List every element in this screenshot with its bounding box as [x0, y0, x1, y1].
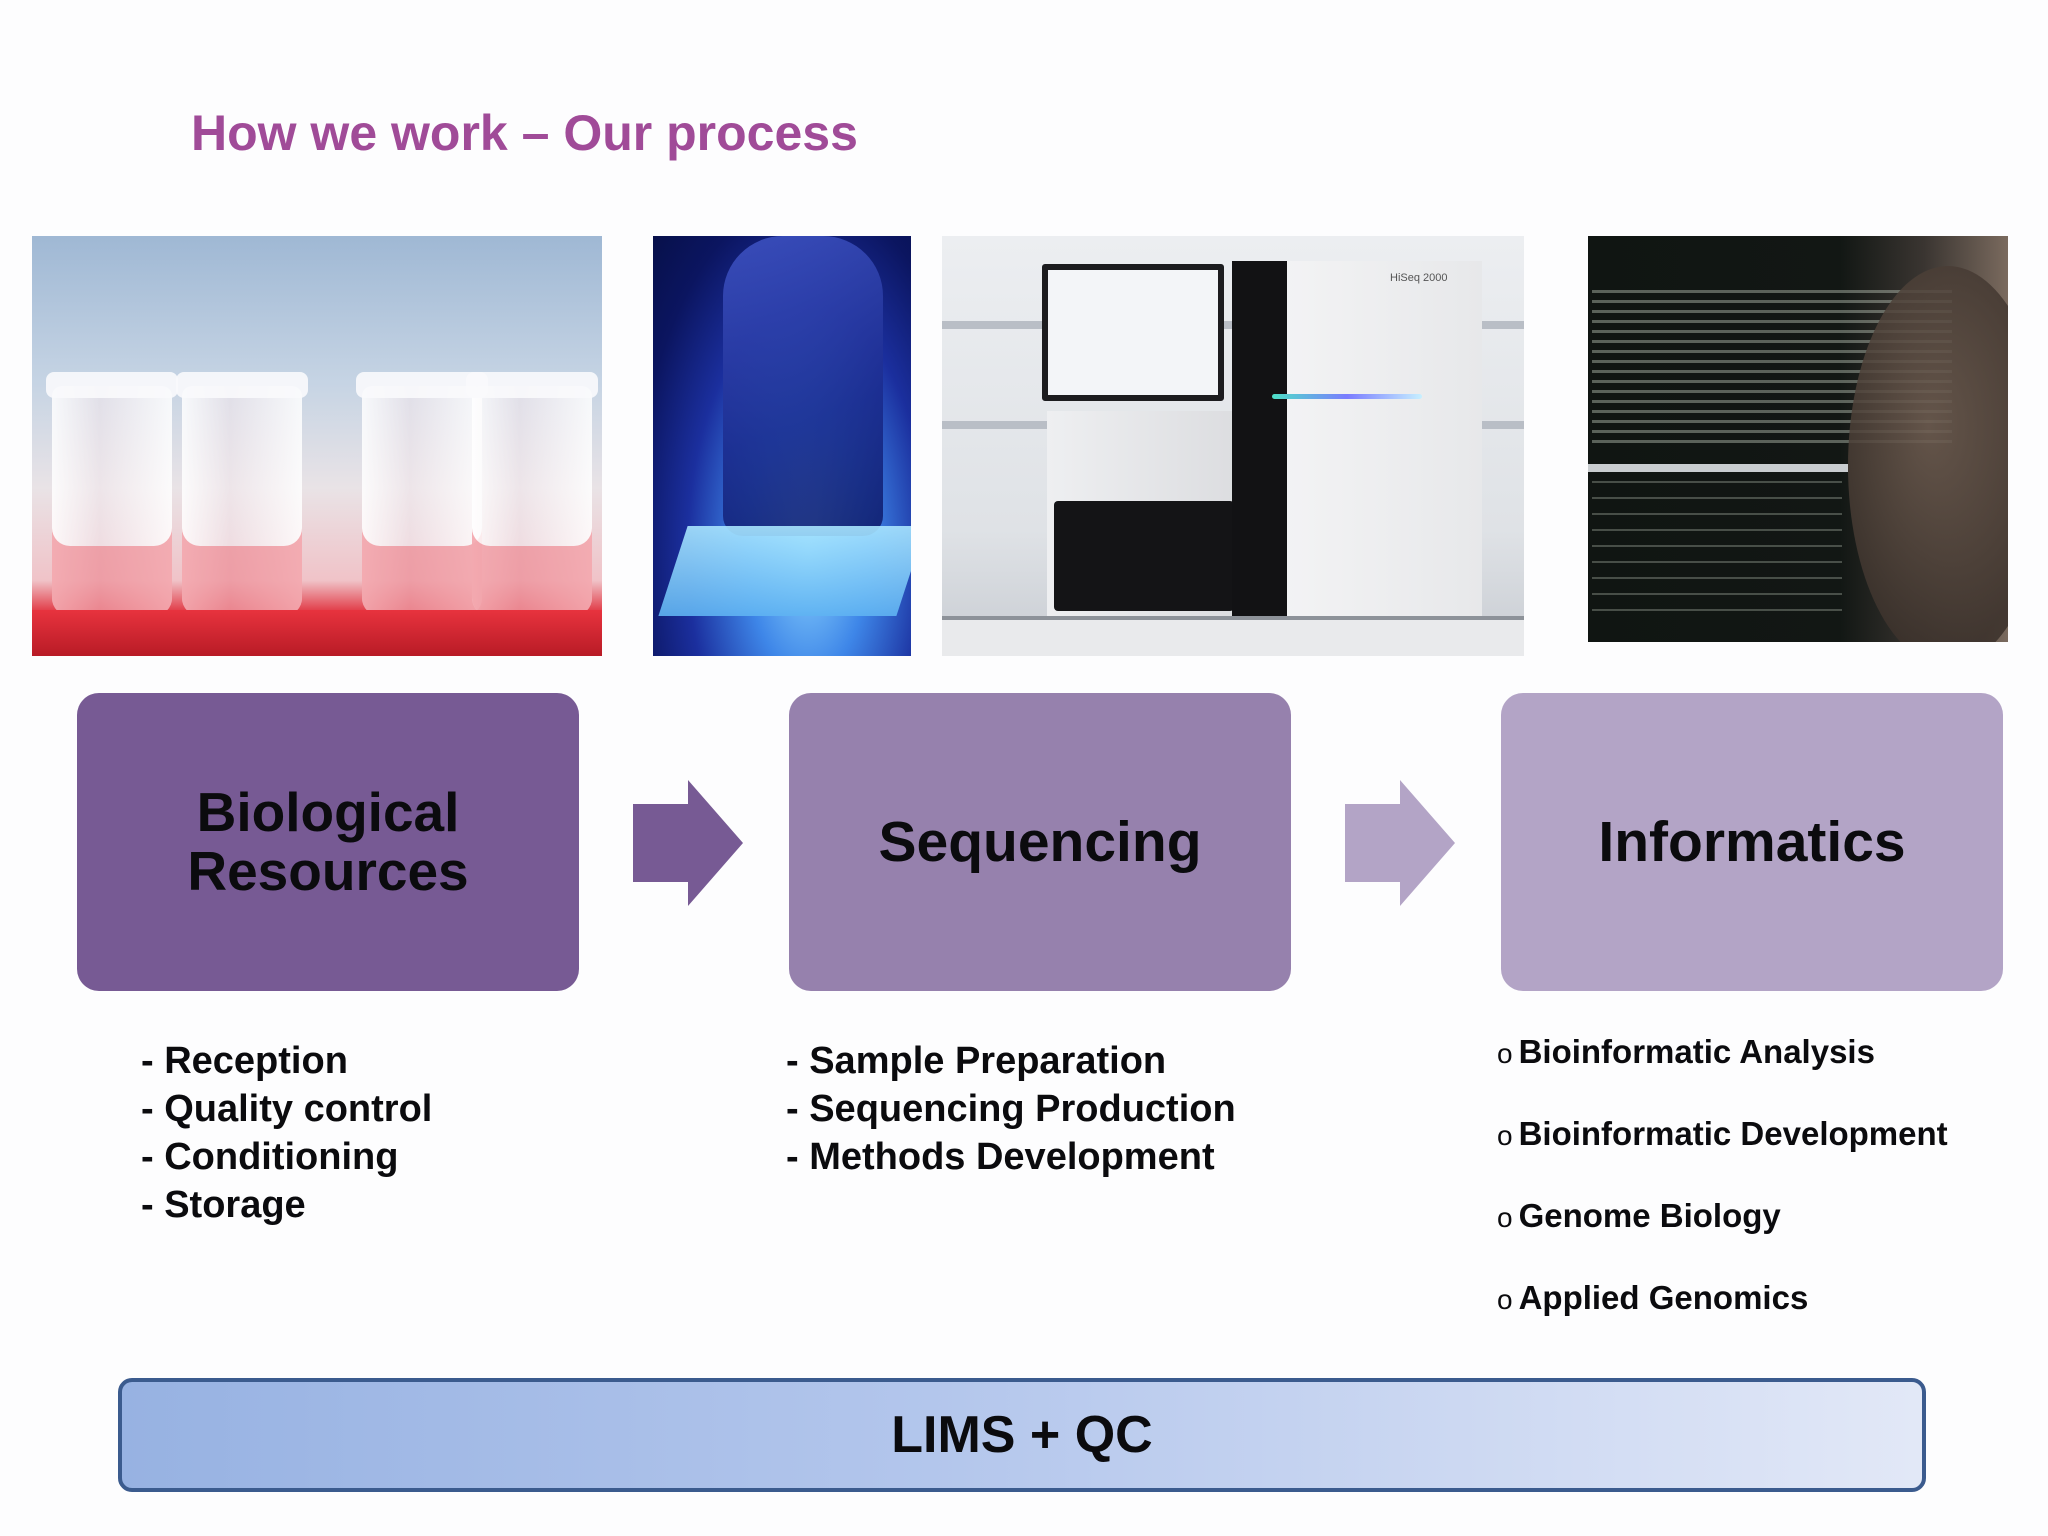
tube-shape	[466, 372, 598, 616]
list-item-text: Genome Biology	[1518, 1197, 1781, 1234]
person-silhouette	[1848, 266, 2008, 642]
list-item: - Reception	[141, 1040, 348, 1082]
list-item-text: Bioinformatic Analysis	[1518, 1033, 1875, 1070]
circle-bullet-icon: o	[1497, 1202, 1513, 1233]
list-item: - Quality control	[141, 1088, 433, 1130]
list-item: - Methods Development	[786, 1136, 1215, 1178]
sequencer-label: HiSeq 2000	[1390, 272, 1448, 284]
tube-rack	[32, 610, 602, 656]
slide-title: How we work – Our process	[191, 105, 858, 161]
list-item: - Sample Preparation	[786, 1040, 1167, 1082]
biological-resources-list: - Reception - Quality control - Conditio…	[141, 1037, 432, 1229]
tube-shape	[46, 372, 178, 616]
scientist-figure	[723, 236, 883, 536]
light-table	[658, 526, 911, 616]
sequencer-monitor	[1042, 264, 1224, 401]
lab-bench	[942, 616, 1524, 656]
terminal-screen-photo	[1588, 236, 2008, 642]
monitor-bezel	[1588, 464, 1848, 472]
step-sequencing: Sequencing	[789, 693, 1291, 991]
circle-bullet-icon: o	[1497, 1038, 1513, 1069]
step-label: Sequencing	[878, 809, 1202, 874]
sequencer-door	[1232, 261, 1287, 626]
terminal-text	[1592, 481, 1842, 621]
circle-bullet-icon: o	[1497, 1284, 1513, 1315]
sequencer-led	[1272, 394, 1422, 399]
sequencer-photo: HiSeq 2000	[942, 236, 1524, 656]
list-item: - Conditioning	[141, 1136, 399, 1178]
sequencing-list: - Sample Preparation - Sequencing Produc…	[786, 1037, 1236, 1181]
lims-qc-bar: LIMS + QC	[118, 1378, 1926, 1492]
step-label: Informatics	[1598, 809, 1906, 874]
arrow-right-icon	[1345, 780, 1455, 906]
tube-shape	[176, 372, 308, 616]
sample-tubes-photo	[32, 236, 602, 656]
list-item-text: Applied Genomics	[1518, 1279, 1809, 1316]
arrow-right-icon	[633, 780, 743, 906]
lab-scientist-photo	[653, 236, 911, 656]
tube-shape	[356, 372, 488, 616]
list-item: - Sequencing Production	[786, 1088, 1236, 1130]
list-item-text: Bioinformatic Development	[1518, 1115, 1948, 1152]
circle-bullet-icon: o	[1497, 1120, 1513, 1151]
sequencer-panel	[1054, 501, 1234, 611]
list-item: - Storage	[141, 1184, 306, 1226]
step-informatics: Informatics	[1501, 693, 2003, 991]
bar-label: LIMS + QC	[891, 1406, 1153, 1464]
step-label: Biological Resources	[187, 781, 469, 902]
step-biological-resources: Biological Resources	[77, 693, 579, 991]
